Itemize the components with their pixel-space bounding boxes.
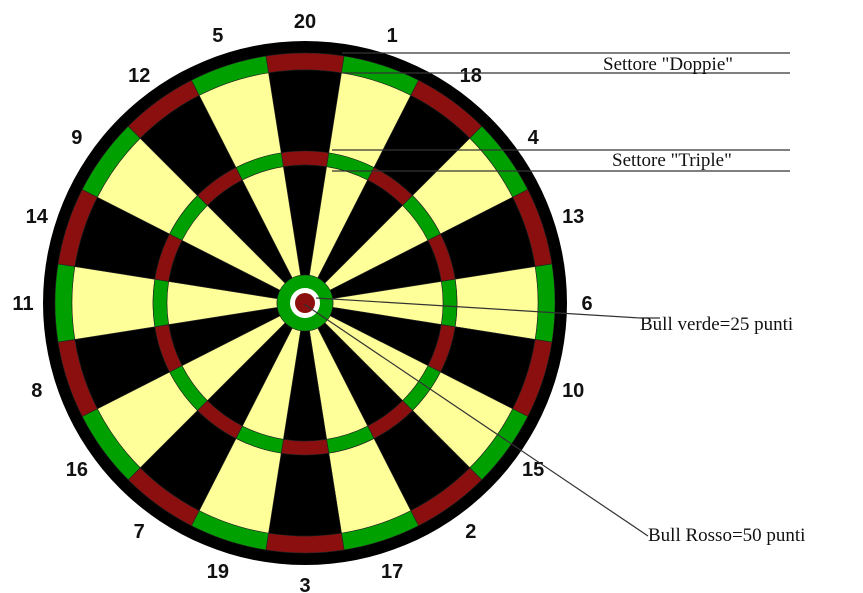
segment-number-8: 8 (31, 380, 42, 402)
segment-number-19: 19 (207, 561, 229, 583)
segment-number-17: 17 (381, 561, 403, 583)
doubles-label: Settore "Doppie" (603, 54, 733, 75)
segment-number-3: 3 (299, 575, 310, 593)
segment-number-2: 2 (465, 521, 476, 543)
triple-segment-11 (153, 279, 169, 327)
segment-number-5: 5 (212, 25, 223, 47)
segment-number-20: 20 (294, 11, 316, 33)
bull-red-label: Bull Rosso=50 punti (648, 525, 805, 546)
segment-number-12: 12 (128, 65, 150, 87)
segment-number-6: 6 (581, 293, 592, 315)
triples-label: Settore "Triple" (612, 150, 732, 171)
segment-number-16: 16 (66, 459, 88, 481)
segment-number-7: 7 (134, 521, 145, 543)
segment-number-11: 11 (12, 293, 33, 315)
bull-green-label: Bull verde=25 punti (640, 314, 793, 335)
segment-number-14: 14 (26, 206, 49, 228)
segment-number-1: 1 (387, 25, 398, 47)
bullseye (277, 275, 333, 331)
segment-number-13: 13 (562, 206, 584, 228)
triple-segment-20 (281, 151, 329, 167)
triple-segment-6 (441, 279, 457, 327)
segment-number-9: 9 (71, 127, 82, 149)
segment-number-15: 15 (522, 459, 544, 481)
segment-number-18: 18 (460, 65, 482, 87)
segment-number-10: 10 (562, 380, 584, 402)
segment-number-4: 4 (528, 127, 540, 149)
triple-segment-3 (281, 439, 329, 455)
